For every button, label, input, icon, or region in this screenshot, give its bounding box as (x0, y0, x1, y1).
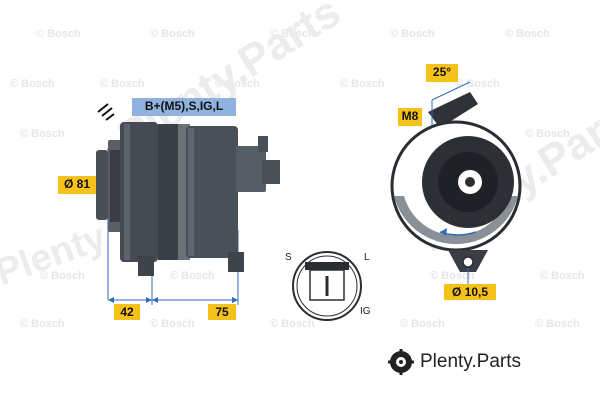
gear-logo-icon (388, 349, 414, 375)
watermark-bosch: © Bosch (505, 28, 550, 40)
thread-label: M8 (398, 108, 422, 126)
watermark-bosch: © Bosch (525, 128, 570, 140)
watermark-bosch: © Bosch (270, 318, 315, 330)
watermark-bosch: © Bosch (10, 78, 55, 90)
watermark-bosch: © Bosch (40, 270, 85, 282)
pulley-diameter-label: Ø 81 (58, 176, 96, 194)
watermark-bosch: © Bosch (340, 78, 385, 90)
brand: Plenty.Parts (388, 348, 521, 376)
angle-label: 25° (426, 64, 458, 82)
watermark-bosch: © Bosch (150, 318, 195, 330)
alternator-front-view (390, 81, 522, 284)
brand-name: Plenty.Parts (420, 351, 522, 372)
watermark-bosch: © Bosch (390, 28, 435, 40)
mount-foot (138, 256, 154, 276)
dimension-75-label: 75 (208, 304, 236, 320)
plug-connector (292, 251, 362, 321)
watermark-bosch: © Bosch (535, 318, 580, 330)
dimension-42-label: 42 (114, 304, 140, 320)
watermark-bosch: © Bosch (455, 78, 500, 90)
watermark-bosch: © Bosch (100, 78, 145, 90)
regulator (236, 146, 266, 192)
watermark-bosch: © Bosch (270, 28, 315, 40)
plug-l-label: L (364, 252, 370, 263)
watermark-bosch: © Bosch (20, 128, 65, 140)
watermark-bosch: © Bosch (430, 270, 475, 282)
watermark-bosch: © Bosch (20, 318, 65, 330)
watermark-bosch: © Bosch (400, 318, 445, 330)
mount-foot (228, 252, 244, 272)
watermark-bosch: © Bosch (170, 270, 215, 282)
watermark-bosch: © Bosch (540, 270, 585, 282)
pulley (96, 150, 108, 220)
watermark-bosch: © Bosch (215, 78, 260, 90)
hole-diameter-label: Ø 10,5 (444, 284, 496, 300)
watermark-bosch: © Bosch (36, 28, 81, 40)
hatch-icon (97, 103, 115, 121)
watermark-bosch: © Bosch (150, 28, 195, 40)
rear-housing (186, 126, 238, 258)
plug-ig-label: IG (360, 306, 371, 317)
terminals-label: B+(M5),S,IG,L (132, 98, 236, 116)
mount-hole (462, 256, 474, 268)
plug-s-label: S (285, 252, 292, 263)
